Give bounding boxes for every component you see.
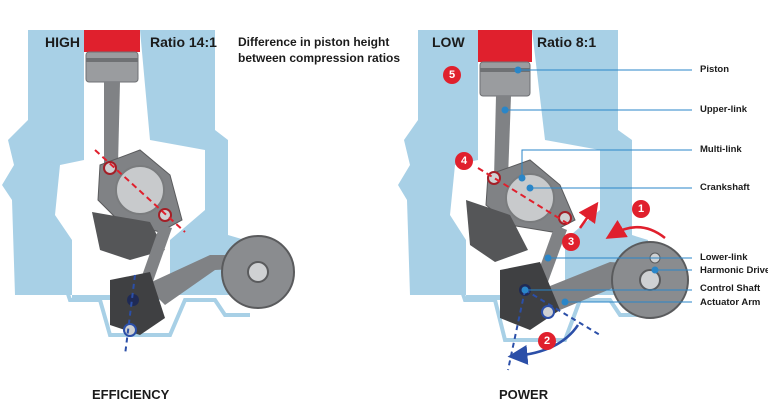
rotation-arrow-1 <box>605 219 666 239</box>
right-crank-counterweight <box>466 200 528 262</box>
left-control-shaft <box>127 294 139 306</box>
right-swing-axis <box>524 289 601 336</box>
callout-actuator-arm: Actuator Arm <box>700 297 761 308</box>
right-block-body <box>398 30 648 300</box>
right-piston-rings <box>480 68 530 72</box>
marker-2: 2 <box>538 332 556 350</box>
callout-multi-link: Multi-link <box>700 144 742 155</box>
right-pivot <box>541 305 555 319</box>
left-upper-link <box>104 82 120 165</box>
right-level-label: LOW <box>432 34 465 50</box>
callout-control-shaft: Control Shaft <box>700 283 761 294</box>
right-engine-block <box>398 30 650 342</box>
left-pin-upper <box>103 161 117 175</box>
left-level-label: HIGH <box>45 34 80 50</box>
marker-5: 5 <box>443 66 461 84</box>
right-crankshaft-disc <box>505 173 555 223</box>
callout-harmonic-drive: Harmonic Drive <box>700 265 768 276</box>
callout-crankshaft: Crankshaft <box>700 182 750 193</box>
leader-multi-link <box>521 149 692 178</box>
right-pin-upper <box>487 171 501 185</box>
leader-piston-dot <box>514 66 522 74</box>
leader-multi-link-dot <box>518 174 526 182</box>
marker-4: 4 <box>455 152 473 170</box>
callout-lower-link: Lower-link <box>700 252 748 263</box>
right-mode-label: POWER <box>499 387 549 402</box>
left-mechanism <box>85 51 295 356</box>
left-pivot <box>123 323 137 337</box>
left-piston-rings <box>86 58 138 62</box>
marker-3: 3 <box>562 233 580 251</box>
right-piston <box>479 61 531 97</box>
left-harmonic-hub <box>247 261 269 283</box>
piston-height-note: Difference in piston height between comp… <box>238 34 400 66</box>
right-crankcase-outline <box>434 268 650 342</box>
left-combustion-band <box>84 30 140 52</box>
left-piston <box>85 51 139 83</box>
right-combustion-band <box>478 30 532 62</box>
marker-1: 1 <box>632 200 650 218</box>
right-control-axis <box>507 289 526 371</box>
note-line-1: Difference in piston height <box>238 35 390 49</box>
right-alignment-line <box>477 167 571 226</box>
left-alignment-line <box>94 149 186 233</box>
right-ratio-label: Ratio 8:1 <box>537 34 597 50</box>
callout-piston: Piston <box>700 64 730 75</box>
left-ratio-label: Ratio 14:1 <box>150 34 217 50</box>
callout-leaders <box>501 66 692 306</box>
note-line-2: between compression ratios <box>238 51 401 65</box>
leader-actuator-arm-dot <box>561 298 569 306</box>
left-crank-counterweight <box>92 212 165 260</box>
left-control-axis <box>124 274 136 356</box>
right-upper-link <box>494 96 511 178</box>
leader-harmonic-drive-dot <box>651 266 659 274</box>
leader-control-shaft-dot <box>521 286 529 294</box>
right-harmonic-hub <box>639 269 661 291</box>
lift-arrow-3 <box>578 201 599 229</box>
callout-upper-link: Upper-link <box>700 104 747 115</box>
leader-lower-link-dot <box>544 254 552 262</box>
leader-crankshaft-dot <box>526 184 534 192</box>
leader-upper-link-dot <box>501 106 509 114</box>
left-mode-label: EFFICIENCY <box>92 387 170 402</box>
